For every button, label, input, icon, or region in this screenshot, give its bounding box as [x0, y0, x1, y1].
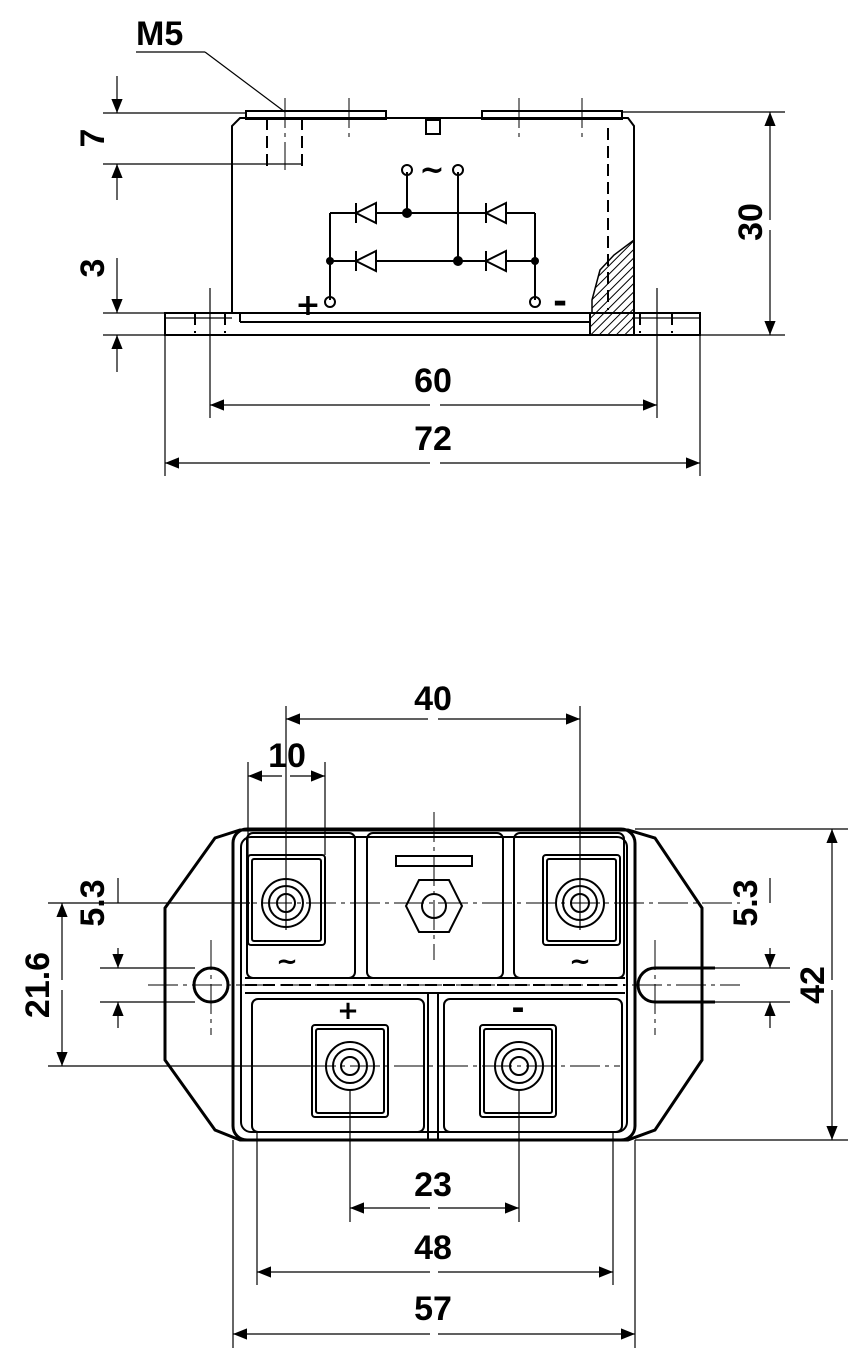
schematic-minus-symbol: - [553, 282, 567, 322]
compartment-ac-right [513, 832, 625, 979]
ac-terminal-node-left [401, 164, 413, 176]
dim-mount-offset: 21.6 [19, 952, 57, 1018]
dim-overall-width: 42 [794, 966, 832, 1004]
dim-height: 30 [732, 203, 770, 241]
dim-overall-length: 72 [414, 420, 452, 458]
side-housing [231, 117, 635, 313]
side-terminal-left [245, 110, 387, 120]
diode-icon [483, 249, 507, 273]
thread-leader-line [204, 51, 286, 113]
terminal-ac-right [542, 854, 621, 946]
schematic-ac-symbol: ~ [419, 153, 444, 188]
ac-terminal-node-right [452, 164, 464, 176]
side-section-hatch [589, 312, 635, 336]
diode-icon [483, 201, 507, 225]
dim-terminal-offset-right: 5.3 [727, 879, 765, 926]
rectifier-schematic: ~ + - [295, 153, 567, 323]
diode-icon [353, 249, 377, 273]
side-terminal-right [481, 110, 623, 120]
dim-hole-spacing: 60 [414, 362, 452, 400]
thread-label: M5 [136, 15, 183, 53]
top-view: ~ ~ + - 40 10 5.3 21.6 [19, 680, 848, 1348]
terminal-minus [479, 1024, 557, 1118]
top-plus-symbol: + [337, 996, 359, 1026]
dim-terminal-height: 7 [74, 129, 112, 148]
diode-icon [353, 201, 377, 225]
schematic-plus-symbol: + [295, 288, 320, 323]
side-view: ~ + - M5 7 3 30 60 [74, 15, 785, 476]
top-view-outline [163, 828, 704, 1142]
minus-terminal-node [529, 296, 541, 308]
dim-dc-terminal-spacing: 23 [414, 1166, 452, 1204]
dim-ac-terminal-spacing: 40 [414, 680, 452, 718]
top-ac-left-symbol: ~ [276, 947, 298, 977]
dim-terminal-width: 10 [268, 737, 306, 775]
dim-body-length: 57 [414, 1290, 452, 1328]
dim-inner-length: 48 [414, 1229, 452, 1267]
dim-base-thickness: 3 [74, 259, 112, 278]
compartment-center [366, 832, 504, 979]
side-center-notch [425, 119, 441, 135]
hex-nut-icon [404, 879, 464, 933]
plus-terminal-node [324, 296, 336, 308]
top-minus-symbol: - [511, 989, 524, 1027]
top-ac-right-symbol: ~ [569, 947, 591, 977]
side-section-hatch-upper [591, 238, 635, 314]
